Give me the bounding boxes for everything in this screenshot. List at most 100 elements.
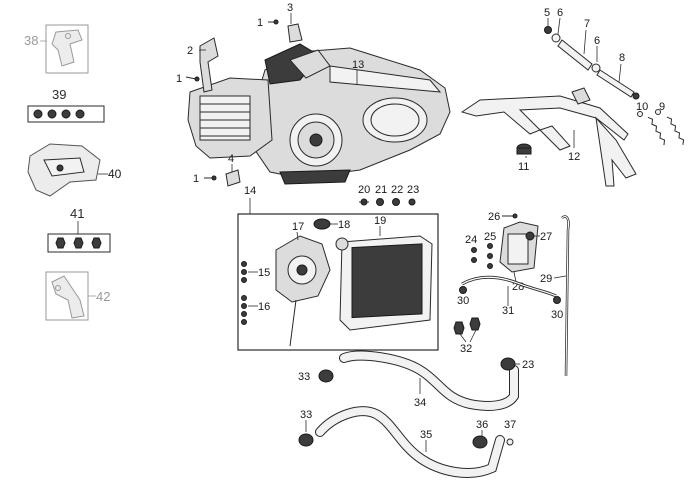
callout-23a: 23 xyxy=(407,184,419,196)
callout-17: 17 xyxy=(292,221,304,233)
part-30-clamp-right xyxy=(553,296,561,304)
callout-1a: 1 xyxy=(176,73,182,85)
callout-36: 36 xyxy=(476,419,488,431)
part-41-nut-set xyxy=(47,233,111,253)
callout-16: 16 xyxy=(258,301,270,313)
callout-1b: 1 xyxy=(257,17,263,29)
callout-19: 19 xyxy=(374,215,386,227)
part-32-clips xyxy=(453,317,481,335)
leader-32a xyxy=(459,333,467,343)
callout-22: 22 xyxy=(391,184,403,196)
callout-20: 20 xyxy=(358,184,370,196)
callout-30a: 30 xyxy=(457,295,469,307)
part-26-screw xyxy=(502,213,518,219)
part-16-bolts xyxy=(241,295,247,325)
part-19-radiator xyxy=(335,235,433,331)
part-34-upper-hose xyxy=(339,350,519,411)
part-6-washer-b xyxy=(591,63,601,73)
part-30-clamp-left xyxy=(459,286,467,294)
part-2-bracket xyxy=(199,37,219,93)
callout-42: 42 xyxy=(96,289,110,304)
callout-31: 31 xyxy=(502,305,514,317)
leader-8 xyxy=(618,63,622,83)
callout-7: 7 xyxy=(584,18,590,30)
part-1-bolt-upper xyxy=(185,76,200,82)
part-17-water-pump xyxy=(275,235,331,347)
part-38-bracket xyxy=(45,24,89,74)
part-37-oring xyxy=(506,438,514,446)
callout-39: 39 xyxy=(52,87,66,102)
callout-35: 35 xyxy=(420,429,432,441)
part-36-clamp xyxy=(472,435,488,449)
leader-29 xyxy=(553,275,567,279)
part-6-washer-a xyxy=(551,33,561,43)
leader-17 xyxy=(296,231,299,241)
part-31-hose xyxy=(461,275,557,298)
part-10-spring xyxy=(637,111,666,146)
part-39-bolt-set xyxy=(27,105,105,123)
part-23-clamp-top xyxy=(408,198,416,206)
callout-6a: 6 xyxy=(557,7,563,19)
part-11-bumper xyxy=(516,143,532,155)
callout-2: 2 xyxy=(187,45,193,57)
part-35-lower-hose xyxy=(315,406,505,478)
part-33-clamp-upper xyxy=(318,369,334,383)
callout-14: 14 xyxy=(244,185,256,197)
callout-15: 15 xyxy=(258,267,270,279)
part-29-overflow-tube xyxy=(561,215,570,377)
callout-34: 34 xyxy=(414,397,426,409)
callout-25: 25 xyxy=(484,231,496,243)
part-27-reservoir xyxy=(499,221,539,273)
callout-30b: 30 xyxy=(551,309,563,321)
part-33-clamp-lower xyxy=(298,433,314,447)
callout-29: 29 xyxy=(540,273,552,285)
callout-4: 4 xyxy=(228,153,234,165)
part-18-cap xyxy=(313,218,331,230)
part-20-bolt xyxy=(359,198,369,206)
callout-38: 38 xyxy=(24,33,38,48)
callout-26: 26 xyxy=(488,211,500,223)
part-1-bolt-lower xyxy=(204,175,217,181)
callout-24: 24 xyxy=(465,234,477,246)
part-22-washer xyxy=(392,198,400,206)
callout-23b: 23 xyxy=(522,359,534,371)
callout-32: 32 xyxy=(460,343,472,355)
callout-21: 21 xyxy=(375,184,387,196)
part-15-bolts xyxy=(241,261,247,283)
part-5-nut xyxy=(544,26,552,34)
callout-40: 40 xyxy=(108,167,122,181)
part-4-clip xyxy=(225,169,241,187)
part-24-bolts xyxy=(471,247,477,263)
callout-6b: 6 xyxy=(594,35,600,47)
callout-13: 13 xyxy=(352,59,364,71)
part-7-shaft xyxy=(557,39,593,71)
callout-12: 12 xyxy=(568,151,580,163)
callout-3: 3 xyxy=(287,2,293,14)
callout-5: 5 xyxy=(544,7,550,19)
leader-7 xyxy=(583,29,587,55)
callout-41: 41 xyxy=(70,206,84,221)
callout-10: 10 xyxy=(636,101,648,113)
leader-28 xyxy=(513,271,517,283)
callout-11: 11 xyxy=(518,161,529,173)
part-40-mount xyxy=(27,143,101,197)
part-25-nuts xyxy=(487,243,493,269)
callout-33a: 33 xyxy=(298,371,310,383)
callout-1c: 1 xyxy=(193,173,199,185)
part-42-bracket xyxy=(45,271,89,321)
leader-32b xyxy=(469,329,477,343)
callout-33b: 33 xyxy=(300,409,312,421)
callout-27: 27 xyxy=(540,231,552,243)
part-3-bracket xyxy=(287,23,303,43)
part-21-nut xyxy=(376,198,384,206)
part-1-bolt-mid xyxy=(268,19,279,25)
callout-9: 9 xyxy=(659,101,665,113)
engine-assembly xyxy=(187,43,451,185)
part-12-center-stand xyxy=(460,87,637,187)
callout-18: 18 xyxy=(338,219,350,231)
leader-6a xyxy=(557,17,561,35)
part-23-clamp-hose xyxy=(500,357,516,371)
part-8-bolt xyxy=(596,69,640,100)
